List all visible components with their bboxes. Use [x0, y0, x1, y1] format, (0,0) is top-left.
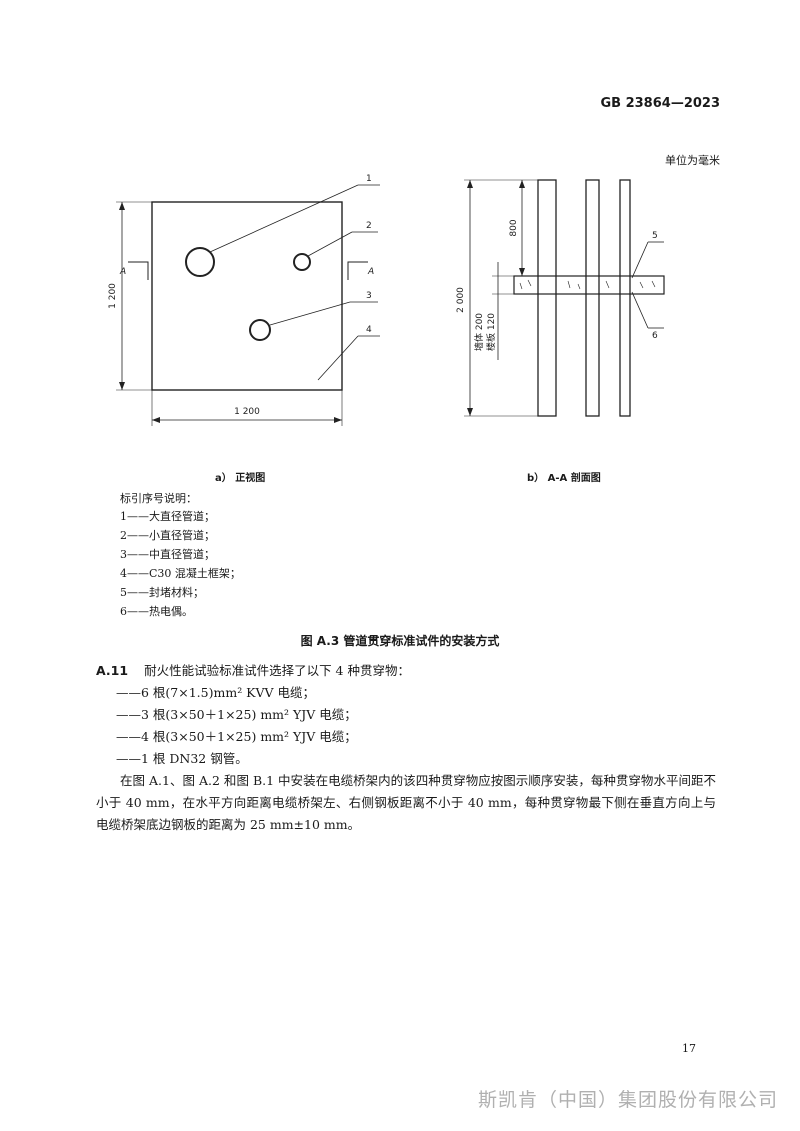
standard-number: GB 23864—2023 [600, 96, 720, 111]
front-view [116, 184, 380, 426]
callout-3: 3 [366, 291, 372, 301]
floor-thickness-label: 楼板 120 [485, 313, 497, 351]
legend-item-5: 5——封堵材料； [120, 586, 204, 599]
large-pipe [185, 247, 215, 277]
clause-intro-line: A.11 耐火性能试验标准试件选择了以下 4 种贯穿物： [96, 660, 716, 682]
figure-title: 图 A.3 管道贯穿标准试件的安装方式 [300, 634, 500, 648]
height-dimension: 1 200 [108, 283, 118, 309]
width-dimension: 1 200 [234, 407, 260, 417]
legend-title: 标引序号说明： [120, 492, 197, 505]
watermark: 斯凯肯（中国）集团股份有限公司 [477, 1089, 778, 1111]
legend-item-4: 4——C30 混凝土框架； [120, 567, 241, 580]
section-mark-right: A [367, 267, 374, 277]
front-view-labels: 1 2 3 4 A A 1 200 1 200 [108, 174, 374, 417]
section-view [464, 179, 665, 417]
small-pipe [293, 253, 311, 271]
legend-item-1: 1——大直径管道； [120, 510, 215, 523]
callout-2: 2 [366, 221, 372, 231]
callout-4: 4 [366, 325, 372, 335]
caption-section-view: b） A-A 剖面图 [527, 473, 601, 484]
floor-slab [513, 275, 665, 295]
callout-6: 6 [652, 331, 658, 341]
clause-a11: A.11 耐火性能试验标准试件选择了以下 4 种贯穿物： ——6 根(7×1.5)… [96, 660, 716, 836]
medium-pipe [249, 319, 271, 341]
clause-intro: 耐火性能试验标准试件选择了以下 4 种贯穿物： [144, 663, 410, 678]
clause-paragraph: 在图 A.1、图 A.2 和图 B.1 中安装在电缆桥架内的该四种贯穿物应按图示… [96, 773, 716, 832]
legend-item-2: 2——小直径管道； [120, 529, 215, 542]
section-view-labels: 5 6 2 000 800 墙体 200 楼板 120 [456, 219, 658, 351]
penetrant-item-2: ——3 根(3×50＋1×25) mm² YJV 电缆； [116, 707, 357, 722]
wall-right [619, 179, 631, 417]
wall-middle [585, 179, 600, 417]
total-height-dimension: 2 000 [456, 287, 466, 313]
concrete-frame [151, 201, 343, 391]
callout-1: 1 [366, 174, 372, 184]
penetrant-item-1: ——6 根(7×1.5)mm² KVV 电缆； [116, 685, 316, 700]
legend-item-3: 3——中直径管道； [120, 548, 215, 561]
top-dimension: 800 [509, 219, 519, 236]
clause-number: A.11 [96, 663, 129, 678]
unit-note: 单位为毫米 [665, 154, 720, 167]
figure-drawings: 1 2 3 4 A A 1 200 1 200 [108, 174, 665, 426]
caption-front-view: a） 正视图 [215, 473, 266, 484]
section-mark-left: A [119, 267, 126, 277]
penetrant-item-4: ——1 根 DN32 钢管。 [116, 751, 248, 766]
page-number: 17 [682, 1042, 696, 1055]
legend-item-6: 6——热电偶。 [120, 605, 193, 618]
callout-5: 5 [652, 231, 658, 241]
wall-thickness-label: 墙体 200 [473, 313, 485, 351]
wall-left [537, 179, 557, 417]
penetrant-item-3: ——4 根(3×50＋1×25) mm² YJV 电缆； [116, 729, 357, 744]
